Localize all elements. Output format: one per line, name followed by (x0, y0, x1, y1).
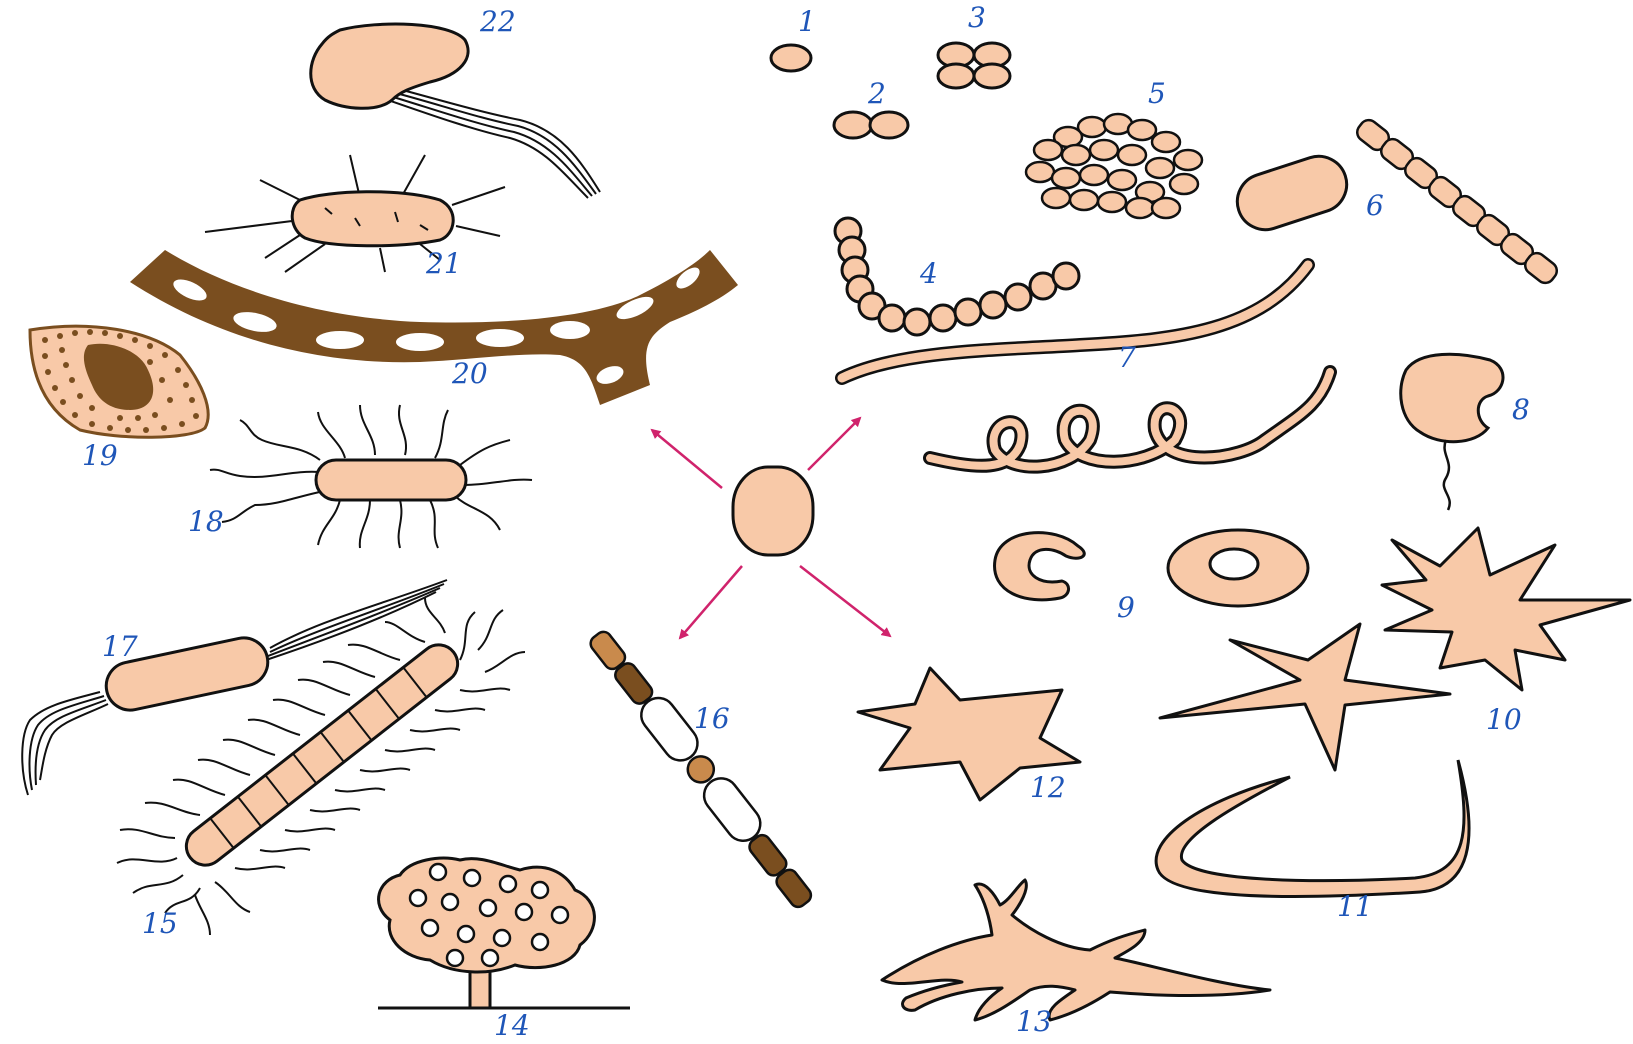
center-rod-cell (733, 467, 813, 555)
label-6: 6 (1366, 192, 1384, 220)
label-14: 14 (494, 1012, 530, 1040)
arrow-up-left (652, 430, 722, 488)
label-21: 21 (426, 250, 462, 278)
label-10: 10 (1486, 706, 1522, 734)
arrow-down-right (800, 566, 890, 636)
label-8: 8 (1512, 396, 1530, 424)
shape-3-tetrad (938, 43, 1010, 88)
label-22: 22 (480, 8, 516, 36)
shape-5-staphylococcus (1026, 114, 1202, 218)
shape-11-hook (1156, 760, 1469, 897)
arrow-up-right (808, 418, 860, 470)
label-15: 15 (142, 910, 178, 938)
label-5: 5 (1148, 80, 1166, 108)
label-7: 7 (1118, 344, 1136, 372)
label-2: 2 (868, 80, 886, 108)
shape-6-streptobacillus (1354, 116, 1561, 286)
shape-2-diplococcus (834, 112, 908, 138)
label-12: 12 (1030, 774, 1066, 802)
label-13: 13 (1016, 1008, 1052, 1036)
shape-10-star-large (1160, 624, 1450, 770)
shape-10-stellate (1382, 528, 1630, 690)
label-16: 16 (694, 705, 730, 733)
label-19: 19 (82, 442, 118, 470)
shape-14-colony (378, 858, 630, 1008)
label-18: 18 (188, 508, 224, 536)
shape-8-vibrio (1401, 354, 1503, 510)
shape-1-coccus (771, 45, 811, 71)
label-3: 3 (968, 4, 986, 32)
label-4: 4 (920, 260, 938, 288)
arrow-down-left (680, 566, 742, 638)
shape-13-branching (882, 880, 1270, 1020)
label-20: 20 (452, 360, 488, 388)
shape-7-spirochete (930, 372, 1330, 467)
shape-16-spore-chain (583, 625, 819, 914)
shape-4-streptococcus (835, 218, 1079, 335)
label-17: 17 (102, 633, 138, 661)
shape-6-rod (1230, 149, 1354, 237)
label-9: 9 (1117, 594, 1135, 622)
label-1: 1 (798, 8, 816, 36)
shape-9-curved-rods (995, 530, 1308, 606)
shape-18-peritrichous (210, 405, 532, 548)
shape-19-capsule (30, 326, 208, 437)
label-11: 11 (1337, 893, 1373, 921)
